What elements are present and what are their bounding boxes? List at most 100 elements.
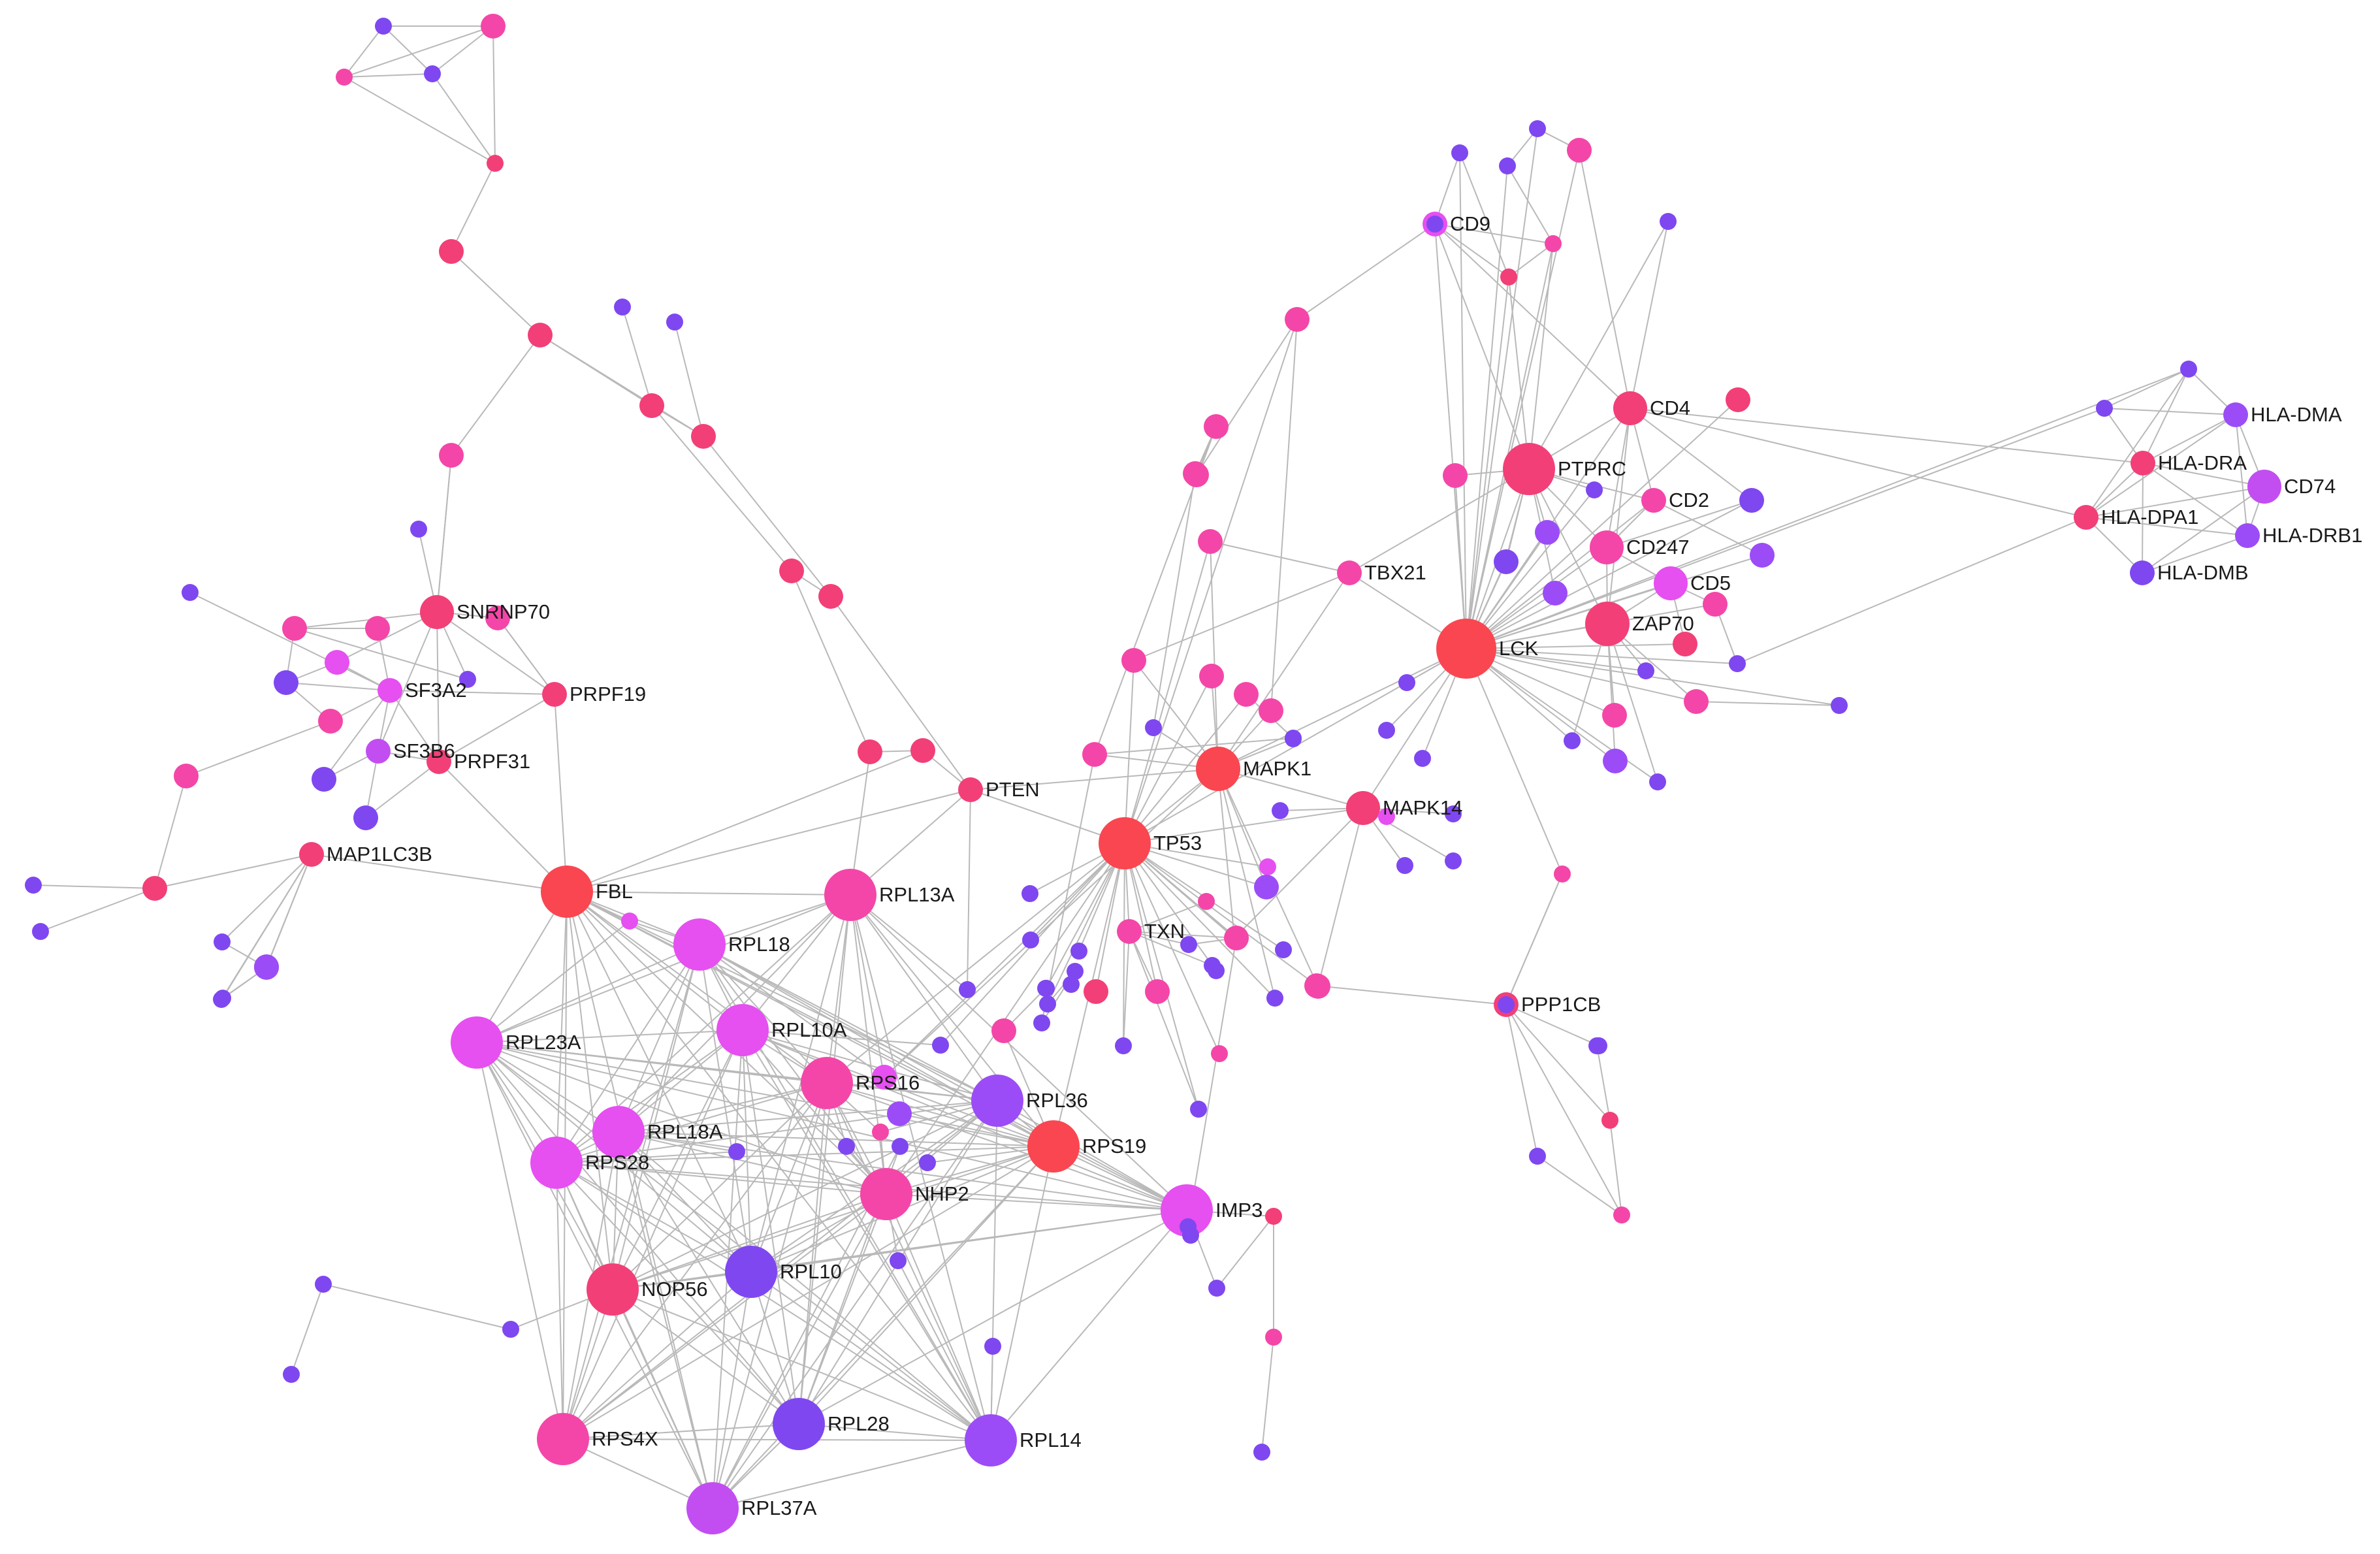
node-d37[interactable] xyxy=(1265,1329,1282,1346)
node-d33[interactable] xyxy=(1285,307,1310,332)
node-nhp2[interactable] xyxy=(860,1168,912,1220)
node-a6[interactable] xyxy=(439,239,464,264)
node-b3[interactable] xyxy=(282,616,307,641)
node-rpl14[interactable] xyxy=(965,1414,1017,1466)
node-b4[interactable] xyxy=(365,616,390,641)
node-sf3b6[interactable] xyxy=(366,739,391,764)
node-e19[interactable] xyxy=(1649,773,1666,790)
node-d29[interactable] xyxy=(1451,144,1468,161)
node-d16[interactable] xyxy=(1033,1014,1050,1031)
node-d14[interactable] xyxy=(1039,996,1056,1012)
node-b8[interactable] xyxy=(318,709,343,734)
node-e13[interactable] xyxy=(1703,592,1728,617)
node-d40[interactable] xyxy=(1498,996,1515,1013)
node-rps4x[interactable] xyxy=(537,1413,589,1465)
node-prpf19[interactable] xyxy=(542,682,567,707)
node-d4[interactable] xyxy=(1082,742,1107,767)
node-hla-dra[interactable] xyxy=(2131,451,2155,476)
node-imp3[interactable] xyxy=(1161,1184,1213,1237)
node-c15[interactable] xyxy=(872,1065,897,1090)
node-d12[interactable] xyxy=(1445,852,1462,869)
node-c33[interactable] xyxy=(502,1321,519,1338)
node-nop56[interactable] xyxy=(587,1263,639,1316)
node-a5[interactable] xyxy=(487,155,504,172)
node-c5[interactable] xyxy=(1084,979,1108,1004)
node-d30[interactable] xyxy=(1500,268,1517,285)
node-c30[interactable] xyxy=(984,1338,1001,1355)
node-c34[interactable] xyxy=(1208,1280,1225,1297)
node-e15[interactable] xyxy=(1637,662,1654,679)
node-c26[interactable] xyxy=(1180,936,1197,953)
node-rpl28[interactable] xyxy=(773,1398,825,1450)
node-hla-drb1[interactable] xyxy=(2235,523,2260,548)
node-cd74[interactable] xyxy=(2247,470,2281,504)
node-rps19[interactable] xyxy=(1027,1120,1080,1173)
node-cd5[interactable] xyxy=(1654,566,1688,600)
node-d7[interactable] xyxy=(1145,719,1162,736)
node-d22[interactable] xyxy=(1601,1112,1618,1129)
node-d36[interactable] xyxy=(1253,1444,1270,1461)
node-c29[interactable] xyxy=(919,1154,936,1171)
node-tbx21[interactable] xyxy=(1337,560,1362,585)
node-d19[interactable] xyxy=(1259,698,1283,723)
node-e8[interactable] xyxy=(1543,581,1568,606)
node-ptprc[interactable] xyxy=(1503,443,1555,495)
node-c42[interactable] xyxy=(214,990,231,1007)
node-d18[interactable] xyxy=(1304,973,1329,998)
node-b5[interactable] xyxy=(325,650,349,675)
node-a12[interactable] xyxy=(439,443,464,468)
node-cd4[interactable] xyxy=(1613,391,1647,425)
node-d38[interactable] xyxy=(1265,1208,1282,1225)
node-cd247[interactable] xyxy=(1590,530,1624,564)
node-a13[interactable] xyxy=(779,558,804,583)
node-d15[interactable] xyxy=(1067,963,1084,980)
node-b7[interactable] xyxy=(274,670,298,695)
node-e4[interactable] xyxy=(1398,674,1415,691)
node-snrnp70[interactable] xyxy=(420,595,454,629)
node-d25[interactable] xyxy=(1660,213,1677,230)
node-d31[interactable] xyxy=(1545,235,1562,252)
node-sf3a2[interactable] xyxy=(378,678,402,703)
node-a16[interactable] xyxy=(910,738,935,763)
node-d34[interactable] xyxy=(1184,462,1209,487)
node-prpf31[interactable] xyxy=(426,749,451,774)
node-txn[interactable] xyxy=(1117,919,1142,944)
node-e16[interactable] xyxy=(1602,703,1627,728)
node-d26[interactable] xyxy=(1499,157,1516,174)
node-mapk14[interactable] xyxy=(1346,791,1380,825)
node-a9[interactable] xyxy=(691,424,716,449)
node-b18[interactable] xyxy=(32,923,49,940)
node-rpl10[interactable] xyxy=(725,1246,777,1298)
node-hla-dpa1[interactable] xyxy=(2074,505,2099,530)
node-rps28[interactable] xyxy=(530,1137,583,1189)
node-a15[interactable] xyxy=(858,739,882,764)
node-c11[interactable] xyxy=(1259,858,1276,875)
node-c40[interactable] xyxy=(872,1124,889,1141)
node-d3[interactable] xyxy=(1199,664,1224,688)
node-d1[interactable] xyxy=(1198,529,1223,554)
node-cd2[interactable] xyxy=(1641,488,1666,513)
node-c36[interactable] xyxy=(892,1138,909,1155)
node-rpl18[interactable] xyxy=(673,918,726,971)
node-a7[interactable] xyxy=(528,323,553,348)
node-b14[interactable] xyxy=(214,933,231,950)
node-b12[interactable] xyxy=(459,671,476,688)
node-e24[interactable] xyxy=(2180,361,2197,378)
node-map1lc3b[interactable] xyxy=(299,842,324,867)
node-rpl13a[interactable] xyxy=(824,869,876,921)
node-e2[interactable] xyxy=(1586,481,1603,498)
node-b17[interactable] xyxy=(25,877,42,894)
node-c17[interactable] xyxy=(1275,941,1292,958)
node-e17[interactable] xyxy=(1564,732,1581,749)
node-b10[interactable] xyxy=(353,805,378,830)
node-e12[interactable] xyxy=(1750,543,1775,568)
node-a8[interactable] xyxy=(639,393,664,418)
node-e5[interactable] xyxy=(1378,722,1395,739)
node-c39[interactable] xyxy=(838,1138,855,1155)
node-b11[interactable] xyxy=(174,764,199,788)
node-b13[interactable] xyxy=(142,876,167,901)
node-e1[interactable] xyxy=(1443,463,1468,488)
node-zap70[interactable] xyxy=(1585,602,1630,646)
node-c9[interactable] xyxy=(1190,1101,1207,1118)
node-d21[interactable] xyxy=(1529,1148,1546,1165)
